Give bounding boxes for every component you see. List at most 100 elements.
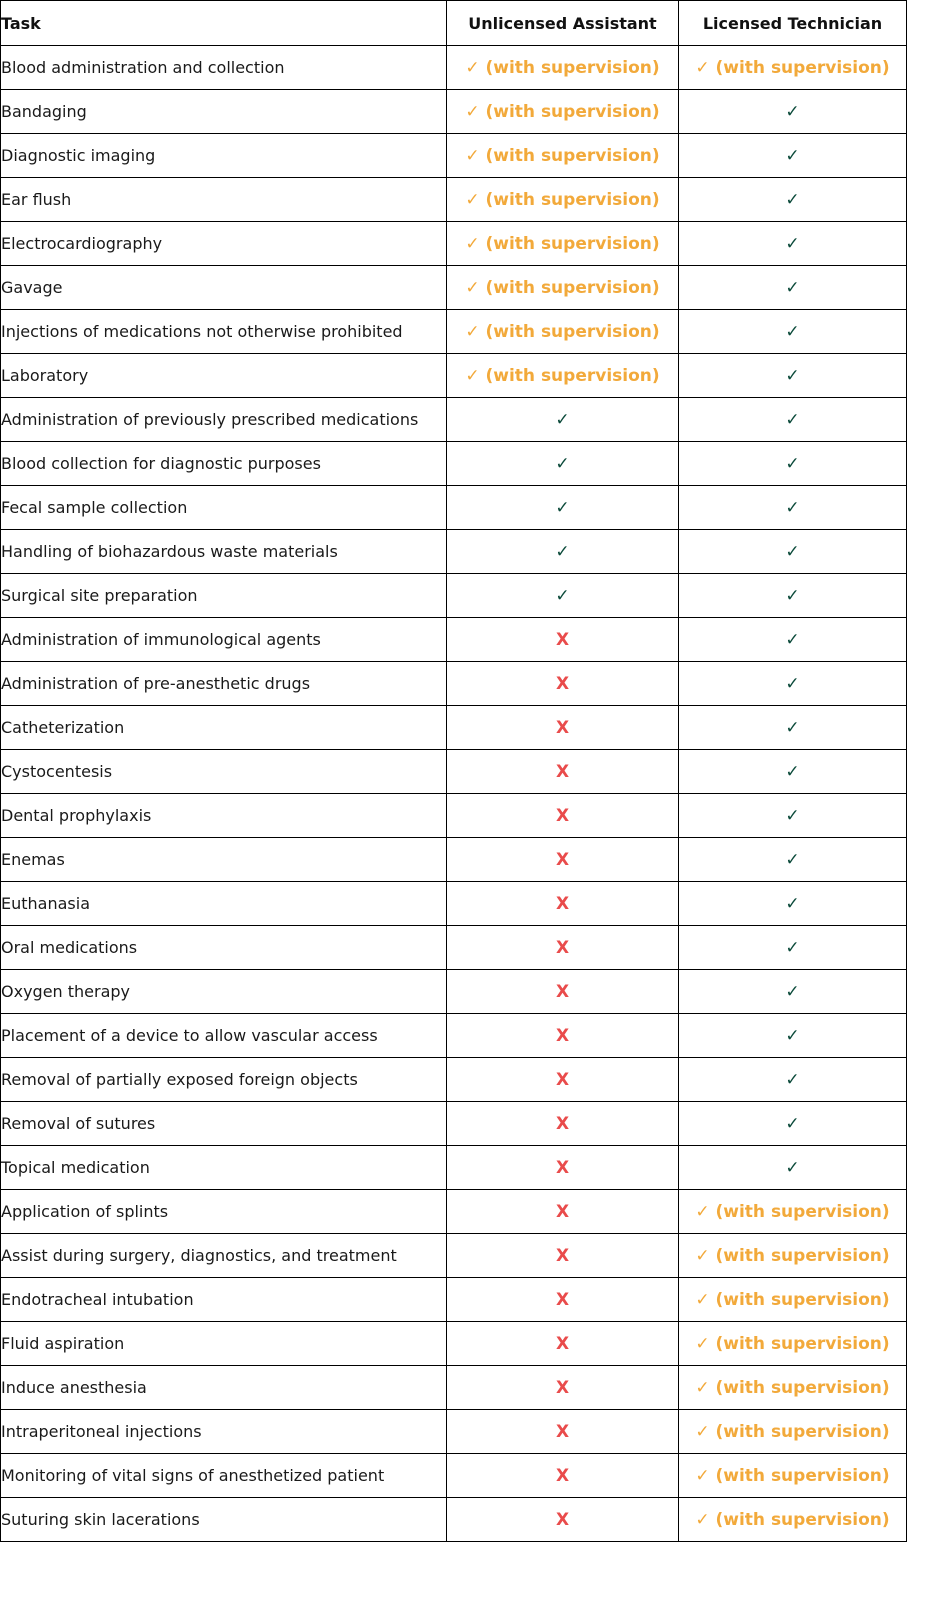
licensed-status-cell: ✓ (with supervision) (678, 1321, 907, 1366)
table-row: Bandaging✓ (with supervision) ✓ (0, 89, 907, 134)
licensed-status-cell: ✓ (678, 661, 907, 706)
licensed-status-cell: ✓ (678, 705, 907, 750)
unlicensed-status-cell: ✓ (446, 573, 679, 618)
cross-icon: X (555, 1025, 570, 1046)
licensed-status-cell: ✓ (678, 925, 907, 970)
licensed-status-cell: ✓ (with supervision) (678, 1409, 907, 1454)
table-row: Ear flush✓ (with supervision)✓ (0, 177, 907, 222)
check-supervised-icon: ✓ (with supervision) (695, 1245, 890, 1266)
check-icon: ✓ (785, 717, 800, 738)
check-supervised-icon: ✓ (with supervision) (695, 1333, 890, 1354)
task-name-cell: Induce anesthesia (0, 1365, 447, 1410)
task-permissions-table: Task Unlicensed Assistant Licensed Techn… (0, 0, 907, 1542)
cross-icon: X (555, 1377, 570, 1398)
check-supervised-icon: ✓ (with supervision) (695, 1201, 890, 1222)
unlicensed-status-cell: ✓ (with supervision) (446, 309, 679, 354)
check-icon: ✓ (785, 365, 800, 386)
task-name-cell: Endotracheal intubation (0, 1277, 447, 1322)
task-name-cell: Suturing skin lacerations (0, 1497, 447, 1542)
cross-icon: X (555, 761, 570, 782)
licensed-status-cell: ✓ (with supervision) (678, 1233, 907, 1278)
licensed-status-cell: ✓ (678, 309, 907, 354)
task-name-cell: Diagnostic imaging (0, 133, 447, 178)
licensed-status-cell: ✓ (678, 837, 907, 882)
task-name-cell: Fecal sample collection (0, 485, 447, 530)
cross-icon: X (555, 629, 570, 650)
check-icon: ✓ (785, 233, 800, 254)
task-name-cell: Fluid aspiration (0, 1321, 447, 1366)
table-row: Handling of biohazardous waste materials… (0, 529, 907, 574)
task-name-cell: Surgical site preparation (0, 573, 447, 618)
task-name-cell: Topical medication (0, 1145, 447, 1190)
table-row: Injections of medications not otherwise … (0, 309, 907, 354)
check-supervised-icon: ✓ (with supervision) (695, 1377, 890, 1398)
task-name-cell: Laboratory (0, 353, 447, 398)
task-name-cell: Euthanasia (0, 881, 447, 926)
licensed-status-cell: ✓ (678, 133, 907, 178)
task-name-cell: Gavage (0, 265, 447, 310)
task-name-cell: Administration of pre-anesthetic drugs (0, 661, 447, 706)
check-icon: ✓ (555, 409, 570, 430)
task-name-cell: Injections of medications not otherwise … (0, 309, 447, 354)
licensed-status-cell: ✓ (678, 1101, 907, 1146)
check-icon: ✓ (555, 585, 570, 606)
licensed-status-cell: ✓ (678, 969, 907, 1014)
header-licensed-technician: Licensed Technician (678, 0, 907, 46)
check-icon: ✓ (785, 453, 800, 474)
table-row: Induce anesthesia X ✓ (with supervision) (0, 1365, 907, 1410)
unlicensed-status-cell: X (446, 1145, 679, 1190)
task-name-cell: Monitoring of vital signs of anesthetize… (0, 1453, 447, 1498)
cross-icon: X (555, 1289, 570, 1310)
cross-icon: X (555, 1245, 570, 1266)
licensed-status-cell: ✓ (678, 749, 907, 794)
check-icon: ✓ (785, 673, 800, 694)
licensed-status-cell: ✓ (678, 265, 907, 310)
table-row: Laboratory✓ (with supervision)✓ (0, 353, 907, 398)
licensed-status-cell: ✓ (678, 221, 907, 266)
unlicensed-status-cell: X (446, 1453, 679, 1498)
check-supervised-icon: ✓ (with supervision) (695, 1509, 890, 1530)
check-icon: ✓ (555, 541, 570, 562)
unlicensed-status-cell: ✓ (with supervision) (446, 45, 679, 90)
task-name-cell: Bandaging (0, 89, 447, 134)
task-name-cell: Handling of biohazardous waste materials (0, 529, 447, 574)
check-icon: ✓ (785, 937, 800, 958)
check-icon: ✓ (785, 277, 800, 298)
licensed-status-cell: ✓ (with supervision) (678, 1453, 907, 1498)
unlicensed-status-cell: ✓ (446, 529, 679, 574)
check-supervised-icon: ✓ (with supervision) (465, 321, 660, 342)
table-row: Blood collection for diagnostic purposes… (0, 441, 907, 486)
check-icon: ✓ (785, 497, 800, 518)
licensed-status-cell: ✓ (678, 397, 907, 442)
unlicensed-status-cell: X (446, 1365, 679, 1410)
unlicensed-status-cell: ✓ (446, 485, 679, 530)
check-supervised-icon: ✓ (with supervision) (465, 57, 660, 78)
unlicensed-status-cell: X (446, 1233, 679, 1278)
unlicensed-status-cell: ✓ (with supervision) (446, 89, 679, 134)
table-header: Task Unlicensed Assistant Licensed Techn… (0, 0, 907, 46)
check-supervised-icon: ✓ (with supervision) (695, 57, 890, 78)
unlicensed-status-cell: X (446, 793, 679, 838)
table-row: Electrocardiography✓ (with supervision)✓ (0, 221, 907, 266)
licensed-status-cell: ✓ (with supervision) (678, 1497, 907, 1542)
table-row: Removal of partially exposed foreign obj… (0, 1057, 907, 1102)
task-name-cell: Oral medications (0, 925, 447, 970)
task-name-cell: Catheterization (0, 705, 447, 750)
check-icon: ✓ (785, 101, 800, 122)
cross-icon: X (555, 1333, 570, 1354)
table-row: Administration of previously prescribed … (0, 397, 907, 442)
table-row: Monitoring of vital signs of anesthetize… (0, 1453, 907, 1498)
task-name-cell: Electrocardiography (0, 221, 447, 266)
check-icon: ✓ (785, 805, 800, 826)
check-icon: ✓ (785, 585, 800, 606)
table-row: Placement of a device to allow vascular … (0, 1013, 907, 1058)
task-name-cell: Ear flush (0, 177, 447, 222)
licensed-status-cell: ✓ (with supervision) (678, 1365, 907, 1410)
